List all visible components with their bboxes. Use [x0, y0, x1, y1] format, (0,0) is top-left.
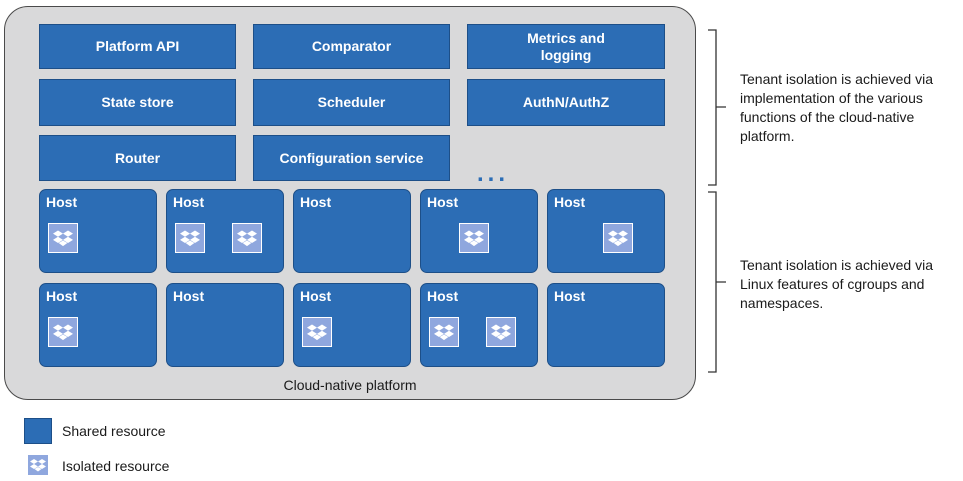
isolated-resource-icon: [237, 230, 257, 247]
host-label: Host: [173, 288, 205, 304]
isolated-resource: [459, 223, 489, 253]
configuration-service-box: Configuration service: [253, 135, 450, 181]
isolated-resource: [429, 317, 459, 347]
more-services-ellipsis: ...: [477, 160, 510, 187]
isolated-resource-icon: [180, 230, 200, 247]
host-label: Host: [173, 194, 205, 210]
isolated-resource: [486, 317, 516, 347]
host-box: Host: [39, 189, 157, 273]
host-box: Host: [293, 189, 411, 273]
host-box: Host: [39, 283, 157, 367]
isolated-resource-label: Isolated resource: [62, 458, 170, 474]
host-box: Host: [547, 189, 665, 273]
isolated-resource: [232, 223, 262, 253]
host-box: Host: [420, 283, 538, 367]
host-label: Host: [554, 288, 586, 304]
host-box: Host: [293, 283, 411, 367]
host-label: Host: [427, 194, 459, 210]
state-store-box: State store: [39, 79, 236, 126]
isolated-resource: [48, 223, 78, 253]
isolated-resource: [302, 317, 332, 347]
platform-api-box: Platform API: [39, 24, 236, 69]
comparator-box: Comparator: [253, 24, 450, 69]
isolated-resource-icon: [434, 324, 454, 341]
bottom-annotation: Tenant isolation is achieved via Linux f…: [740, 257, 934, 311]
isolated-resource-icon: [30, 459, 46, 472]
host-label: Host: [300, 194, 332, 210]
host-label: Host: [46, 288, 78, 304]
host-label: Host: [554, 194, 586, 210]
top-bracket: [708, 29, 726, 186]
host-box: Host: [547, 283, 665, 367]
host-box: Host: [166, 189, 284, 273]
isolated-resource-swatch: [27, 454, 49, 476]
isolated-resource-icon: [608, 230, 628, 247]
isolated-resource-icon: [53, 230, 73, 247]
host-box: Host: [166, 283, 284, 367]
router-box: Router: [39, 135, 236, 181]
isolated-resource-icon: [491, 324, 511, 341]
platform-label: Cloud-native platform: [283, 377, 417, 393]
shared-resource-label: Shared resource: [62, 423, 166, 439]
host-label: Host: [300, 288, 332, 304]
host-label: Host: [46, 194, 78, 210]
metrics-logging-box: Metrics and logging: [467, 24, 665, 69]
isolated-resource-icon: [464, 230, 484, 247]
isolated-resource-icon: [53, 324, 73, 341]
bottom-bracket: [708, 191, 726, 373]
top-annotation: Tenant isolation is achieved via impleme…: [740, 71, 934, 144]
isolated-resource: [48, 317, 78, 347]
scheduler-box: Scheduler: [253, 79, 450, 126]
isolated-resource-icon: [307, 324, 327, 341]
host-box: Host: [420, 189, 538, 273]
shared-resource-swatch: [24, 418, 52, 444]
isolated-resource: [603, 223, 633, 253]
host-label: Host: [427, 288, 459, 304]
authn-authz-box: AuthN/AuthZ: [467, 79, 665, 126]
isolated-resource: [175, 223, 205, 253]
